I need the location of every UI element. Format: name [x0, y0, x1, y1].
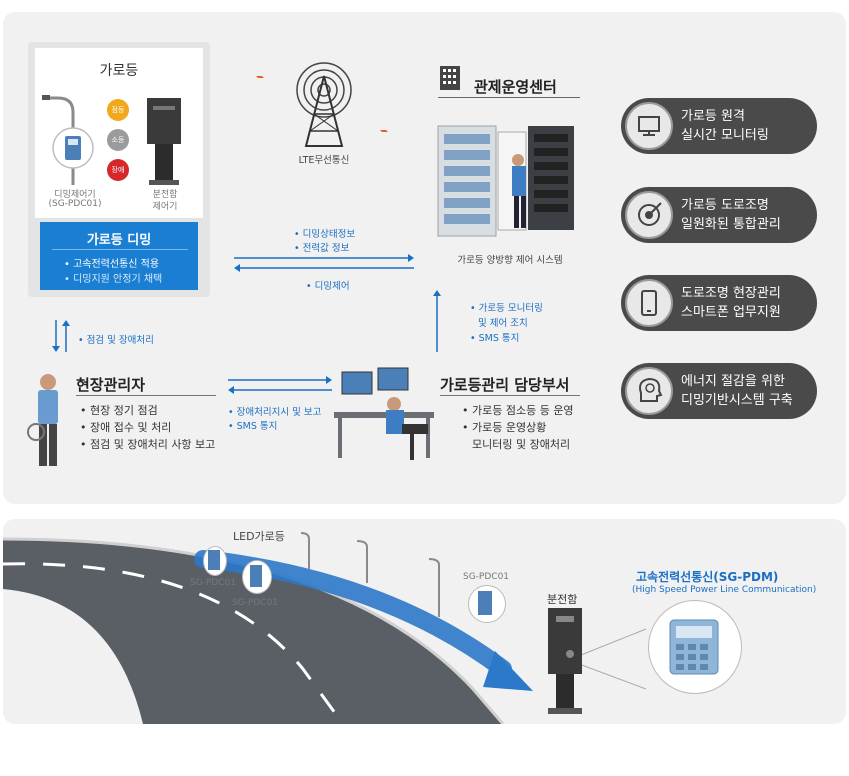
server-illustration	[437, 125, 574, 237]
controller-label-2: (SG-PDC01)	[48, 199, 102, 209]
field-dept-arrows	[228, 376, 332, 394]
pdc-device-c-body	[478, 591, 492, 615]
control-system-label: 가로등 양방향 제어 시스템	[457, 255, 563, 266]
flow-control-action: 및 제어 조치	[478, 318, 528, 329]
flow-inspection: • 점검 및 장애처리	[78, 335, 154, 346]
feature-3-line-2: 스마트폰 업무지원	[681, 305, 781, 320]
pdc-label-a: SG-PDC01	[190, 578, 237, 588]
dimming-title: 가로등 디밍	[86, 233, 152, 248]
feature-4-line-2: 디밍기반시스템 구축	[681, 393, 793, 408]
building-icon	[440, 66, 460, 90]
pdc-label-b: SG-PDC01	[232, 598, 279, 608]
field-item-3: • 점검 및 장애처리 사항 보고	[80, 438, 216, 451]
feature-2-line-1: 가로등 도로조명	[681, 198, 769, 213]
monitor-icon	[625, 102, 673, 150]
feature-1-line-2: 실시간 모니터링	[681, 128, 769, 143]
cabinet-icon	[147, 98, 181, 185]
dimming-divider	[52, 249, 188, 250]
control-center-title: 관제운영센터	[474, 78, 557, 96]
cabinet-label-2: 제어기	[152, 202, 178, 212]
flow-power-info: • 전력값 정보	[294, 243, 350, 254]
field-manager-illustration	[27, 374, 58, 466]
feature-1-line-1: 가로등 원격	[681, 109, 745, 124]
lightning-icon	[248, 62, 270, 90]
feature-4-line-1: 에너지 절감을 위한	[681, 374, 785, 389]
lightbulb-head-icon	[625, 367, 673, 415]
dimming-item-1: • 고속전력선통신 적용	[64, 259, 160, 270]
field-item-2: • 장애 접수 및 처리	[80, 421, 172, 434]
center-dept-arrows	[433, 290, 441, 352]
road-cabinet-label: 분전함	[547, 593, 578, 606]
smartphone-icon	[625, 279, 673, 327]
dimming-box	[40, 222, 198, 290]
plc-module-circle	[648, 600, 742, 694]
field-manager-underline	[76, 395, 216, 396]
lightning-icon	[372, 116, 394, 144]
lamp-center-arrows	[234, 254, 414, 272]
feature-3-line-1: 도로조명 현장관리	[681, 286, 781, 301]
flow-sms-center: • SMS 통지	[470, 333, 520, 344]
streetlight-title: 가로등	[99, 63, 139, 79]
led-streetlight-label: LED가로등	[233, 530, 285, 543]
field-manager-title: 현장관리자	[76, 376, 146, 394]
field-item-1: • 현장 정기 점검	[80, 404, 158, 417]
plc-module-icon	[669, 619, 719, 675]
target-icon	[625, 191, 673, 239]
pdc-device-b-body	[250, 565, 262, 587]
lte-tower-illustration	[248, 62, 394, 147]
status-off-indicator: 소등	[107, 129, 129, 151]
flow-monitoring: • 가로등 모니터링	[470, 303, 543, 314]
pdc-label-c: SG-PDC01	[463, 572, 510, 582]
flow-sms-field: • SMS 통지	[228, 421, 278, 432]
road-cabinet-icon	[548, 608, 582, 714]
lamp-field-arrows	[52, 320, 70, 352]
department-title: 가로등관리 담당부서	[440, 376, 570, 394]
flow-status-info: • 디밍상태정보	[294, 229, 356, 240]
pdc-device-a-body	[208, 550, 220, 570]
streetlight-pole-illustration	[42, 95, 94, 185]
plc-title: 고속전력선통신(SG-PDM)	[636, 570, 779, 584]
lte-label: LTE무선통신	[298, 155, 350, 166]
department-desk-illustration	[334, 367, 434, 460]
flow-fault-order: • 장애처리지시 및 보고	[228, 407, 322, 418]
plc-subtitle: (High Speed Power Line Communication)	[632, 585, 817, 595]
feature-2-line-2: 일원화된 통합관리	[681, 217, 781, 232]
cabinet-label-1: 분전함	[152, 190, 178, 200]
status-fault-indicator: 장애	[107, 159, 129, 181]
flow-dimming-control: • 디밍제어	[306, 281, 350, 292]
department-item-3: 모니터링 및 장애처리	[472, 438, 571, 451]
department-underline	[440, 395, 580, 396]
dimming-item-2: • 디밍지원 안정기 채택	[64, 274, 163, 285]
status-on-indicator: 점등	[107, 99, 129, 121]
department-item-1: • 가로등 점소등 등 운영	[462, 404, 574, 417]
control-center-underline	[438, 97, 580, 98]
controller-label-1: 디밍제어기	[54, 190, 96, 200]
department-item-2: • 가로등 운영상황	[462, 421, 547, 434]
